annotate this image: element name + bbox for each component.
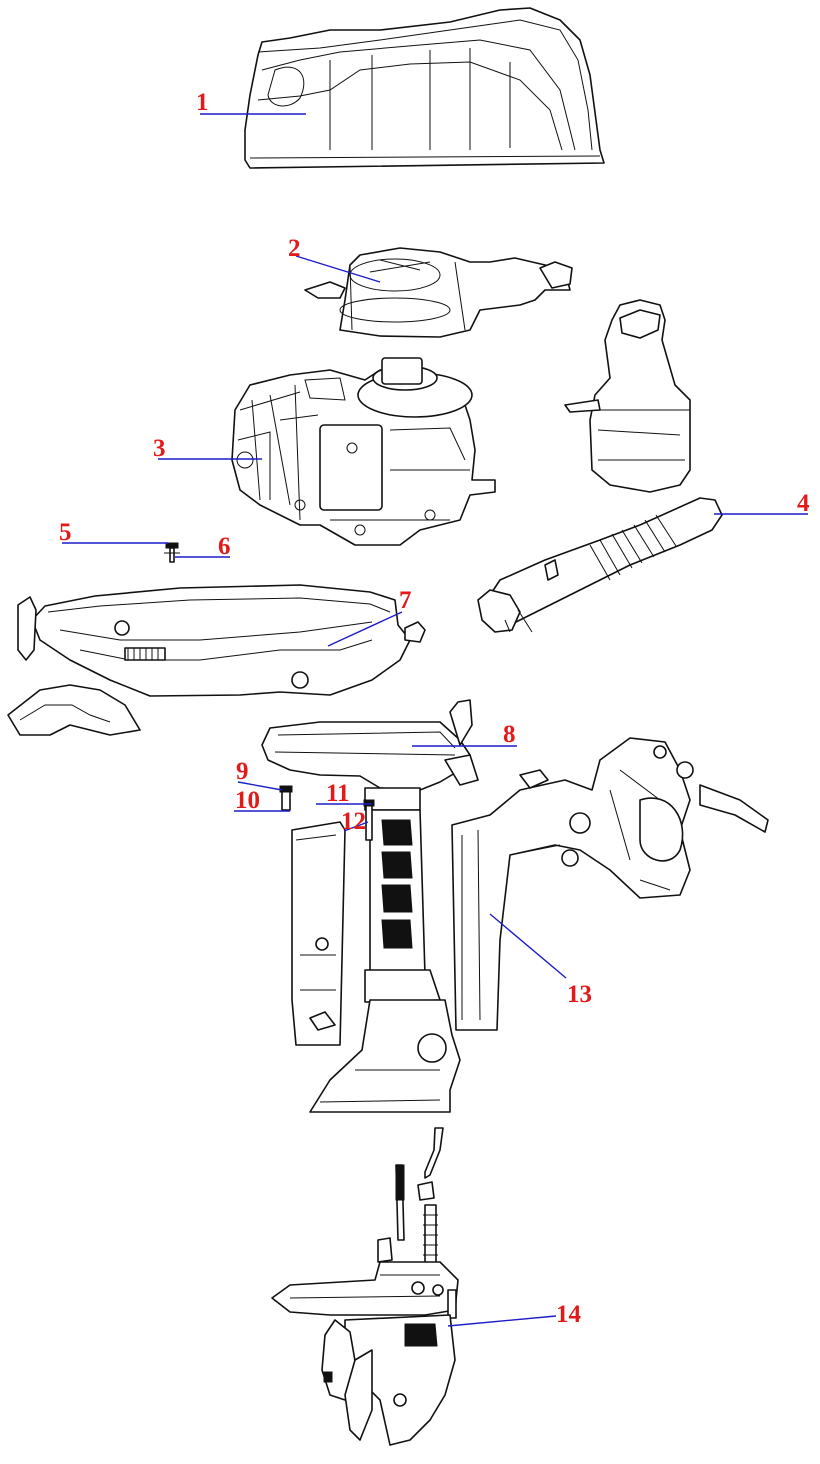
callout-12: 12 <box>341 808 366 835</box>
bolt-and-washer-part <box>164 542 180 563</box>
lower-cowl-part <box>7 584 426 736</box>
callout-10: 10 <box>235 787 260 814</box>
callout-13: 13 <box>567 981 592 1008</box>
clamp-bracket-part <box>291 737 769 1046</box>
leader-line-13 <box>489 913 567 979</box>
callout-7: 7 <box>399 587 412 614</box>
gearcase-part <box>271 1127 459 1446</box>
top-cowl-part <box>244 7 605 169</box>
callout-14: 14 <box>556 1301 582 1328</box>
callout-11: 11 <box>326 780 350 807</box>
callout-2: 2 <box>288 235 301 262</box>
fuel-tank-and-tiller-part <box>477 299 723 633</box>
leader-line-14 <box>447 1315 557 1327</box>
leader-line-12 <box>343 821 369 832</box>
recoil-starter-part <box>304 247 573 338</box>
callout-1: 1 <box>196 89 209 116</box>
callout-9: 9 <box>236 758 249 785</box>
leader-line-7 <box>327 611 403 647</box>
midsection-housing-part <box>261 699 479 1113</box>
callout-3: 3 <box>153 435 166 462</box>
engine-block-part <box>231 357 496 546</box>
leader-lines <box>62 113 808 1327</box>
callout-labels: 1 2 3 4 5 6 7 8 9 10 11 12 13 14 <box>59 89 810 1328</box>
callout-4: 4 <box>797 490 810 517</box>
leader-line-2 <box>295 255 381 283</box>
callout-5: 5 <box>59 519 72 546</box>
callout-8: 8 <box>503 721 516 748</box>
leader-line-9 <box>237 781 283 791</box>
callout-6: 6 <box>218 533 231 560</box>
